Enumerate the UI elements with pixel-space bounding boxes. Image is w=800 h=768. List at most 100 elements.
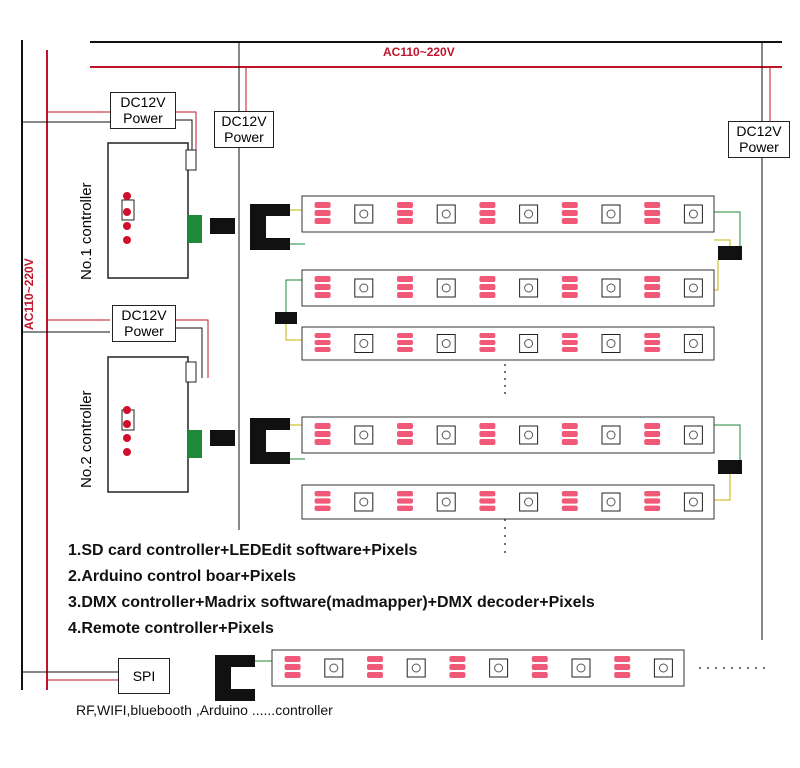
led-pad [397,284,413,290]
led-pad [314,505,331,511]
led-pad [644,340,661,345]
led-pad [479,218,496,224]
led-chip-lens [441,430,451,440]
led-chip-lens [359,430,369,440]
led-pad [644,218,661,224]
led-pad [449,664,466,670]
ac-label-left: AC110~220V [22,258,36,330]
led-pad [644,202,661,208]
led-chip-lens [524,497,534,507]
led-pad [314,276,331,282]
controller-1-label: No.1 controller [78,182,95,280]
strip-wires [255,209,741,662]
led-pad [644,439,661,445]
led-pad [561,439,578,445]
power-box-line1: DC12V [221,113,267,129]
controller-1 [107,142,202,279]
led-pad [561,431,578,437]
led-strips [271,195,715,687]
led-pad [284,672,301,678]
led-pad [314,210,331,216]
led-pad [367,672,383,678]
led-pad [479,491,496,497]
led-pad [479,423,496,429]
led-pad [397,431,413,437]
led-pad [397,347,413,352]
led-pad [397,218,413,224]
led-chip-lens [441,339,451,348]
led-pad [284,664,301,670]
led-pad [614,656,631,662]
led-pad [397,292,413,298]
led-pad [644,505,661,511]
led-pad [531,664,548,670]
power-box-line1: DC12V [736,123,782,139]
led-pad [479,439,496,445]
legend-item-3: 3.DMX controller+Madrix software(madmapp… [68,594,595,611]
led-pad [397,276,413,282]
led-pad [397,333,413,338]
led-pad [479,202,496,208]
legend-item-1: 1.SD card controller+LEDEdit software+Pi… [68,542,418,559]
led-chip-lens [606,430,616,440]
led-pad [644,347,661,352]
led-chip-lens [688,497,698,507]
led-pad [397,505,413,511]
led-pad [284,656,301,662]
led-pad [644,431,661,437]
power-box-1: DC12V Power [110,92,176,129]
led-pad [397,491,413,497]
connector-plug-icon [210,204,742,701]
led-pad [531,672,548,678]
led-pad [314,439,331,445]
led-pad [314,284,331,290]
led-chip-lens [606,339,616,348]
led-chip-lens [441,283,451,293]
led-pad [449,656,466,662]
power-box-line2: Power [124,323,164,339]
ac-top-bus [90,41,782,68]
led-pad [561,333,578,338]
led-chip-lens [606,283,616,293]
legend-item-2: 2.Arduino control boar+Pixels [68,568,297,585]
led-pad [397,202,413,208]
led-chip-lens [688,283,698,293]
led-pad [561,491,578,497]
led-pad [314,218,331,224]
led-pad [479,347,496,352]
led-pad [397,210,413,216]
led-pad [314,431,331,437]
led-pad [561,340,578,345]
led-pad [397,498,413,504]
controller-2-label: No.2 controller [78,390,95,488]
led-pad [644,210,661,216]
led-pad [479,505,496,511]
footer-caption: RF,WIFI,bluebooth ,Arduino ......control… [76,702,333,718]
led-pad [561,347,578,352]
led-pad [397,439,413,445]
power-box-2: DC12V Power [214,111,274,148]
led-pad [314,292,331,298]
led-chip-lens [359,339,369,348]
led-pad [314,340,331,345]
led-pad [644,498,661,504]
led-pad [644,276,661,282]
led-chip-lens [524,430,534,440]
led-chip-lens [359,497,369,507]
led-chip-lens [524,209,534,219]
led-pad [314,347,331,352]
power-box-line2: Power [224,129,264,145]
led-pad [531,656,548,662]
led-chip-lens [524,283,534,293]
led-pad [314,491,331,497]
led-chip-lens [576,663,586,673]
led-pad [449,672,466,678]
led-pad [561,276,578,282]
led-pad [614,672,631,678]
led-chip-lens [606,209,616,219]
led-pad [561,284,578,290]
led-chip-lens [524,339,534,348]
led-pad [367,656,383,662]
led-pad [479,498,496,504]
